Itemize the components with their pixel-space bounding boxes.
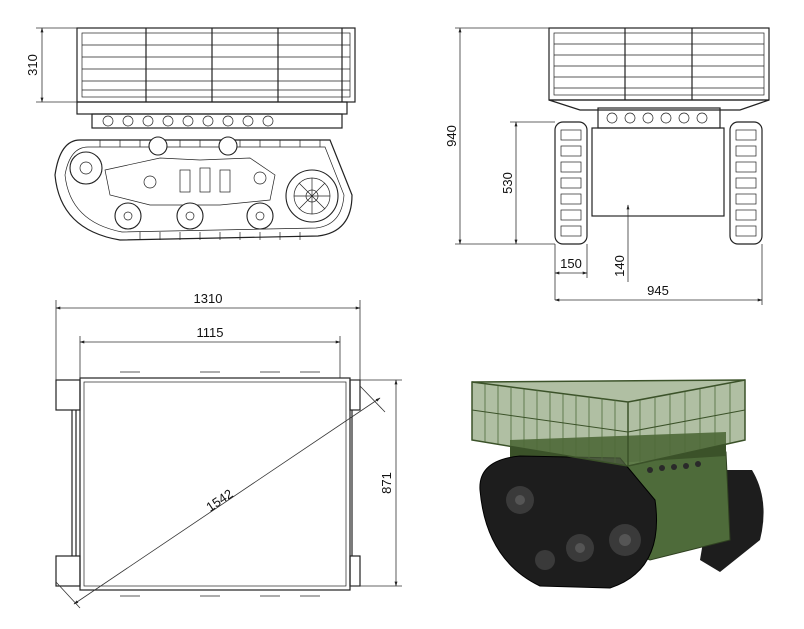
side-view-cage <box>76 27 356 103</box>
dim-1542: 1542 <box>55 385 386 609</box>
dim-530-label: 530 <box>500 172 515 194</box>
dim-1542-label: 1542 <box>203 486 235 515</box>
dim-945: 945 <box>554 244 763 305</box>
render-cage <box>471 379 746 467</box>
dim-871-label: 871 <box>379 472 394 494</box>
dim-940-label: 940 <box>444 125 459 147</box>
dim-871: 871 <box>350 379 402 587</box>
dim-945-label: 945 <box>647 283 669 298</box>
front-view-left-track <box>554 121 588 245</box>
top-view-tracks <box>55 379 361 587</box>
render-left-track <box>479 455 657 589</box>
dim-150-label: 150 <box>560 256 582 271</box>
front-view: 940 530 150 140 945 <box>444 27 770 305</box>
dim-310-label: 310 <box>25 54 40 76</box>
front-view-body <box>591 107 725 217</box>
side-view-wheels <box>69 136 339 230</box>
side-view-suspension <box>104 157 276 206</box>
side-view: 310 <box>25 27 356 241</box>
side-view-deck <box>76 101 348 129</box>
dim-1310-label: 1310 <box>194 291 223 306</box>
dim-140-label: 140 <box>612 255 627 277</box>
dim-1115-label: 1115 <box>197 325 224 340</box>
front-view-cage <box>548 27 770 101</box>
dim-1310: 1310 <box>55 291 361 380</box>
side-view-track <box>54 139 353 241</box>
top-view: 1310 1115 1542 871 <box>55 291 402 609</box>
dim-940: 940 <box>444 27 555 245</box>
dim-1115: 1115 <box>79 325 341 378</box>
front-view-right-track <box>729 121 763 245</box>
dim-530: 530 <box>500 121 555 245</box>
dim-150: 150 <box>554 244 588 300</box>
dim-140: 140 <box>610 204 640 282</box>
render-3d <box>471 379 764 589</box>
dim-310: 310 <box>25 27 77 103</box>
